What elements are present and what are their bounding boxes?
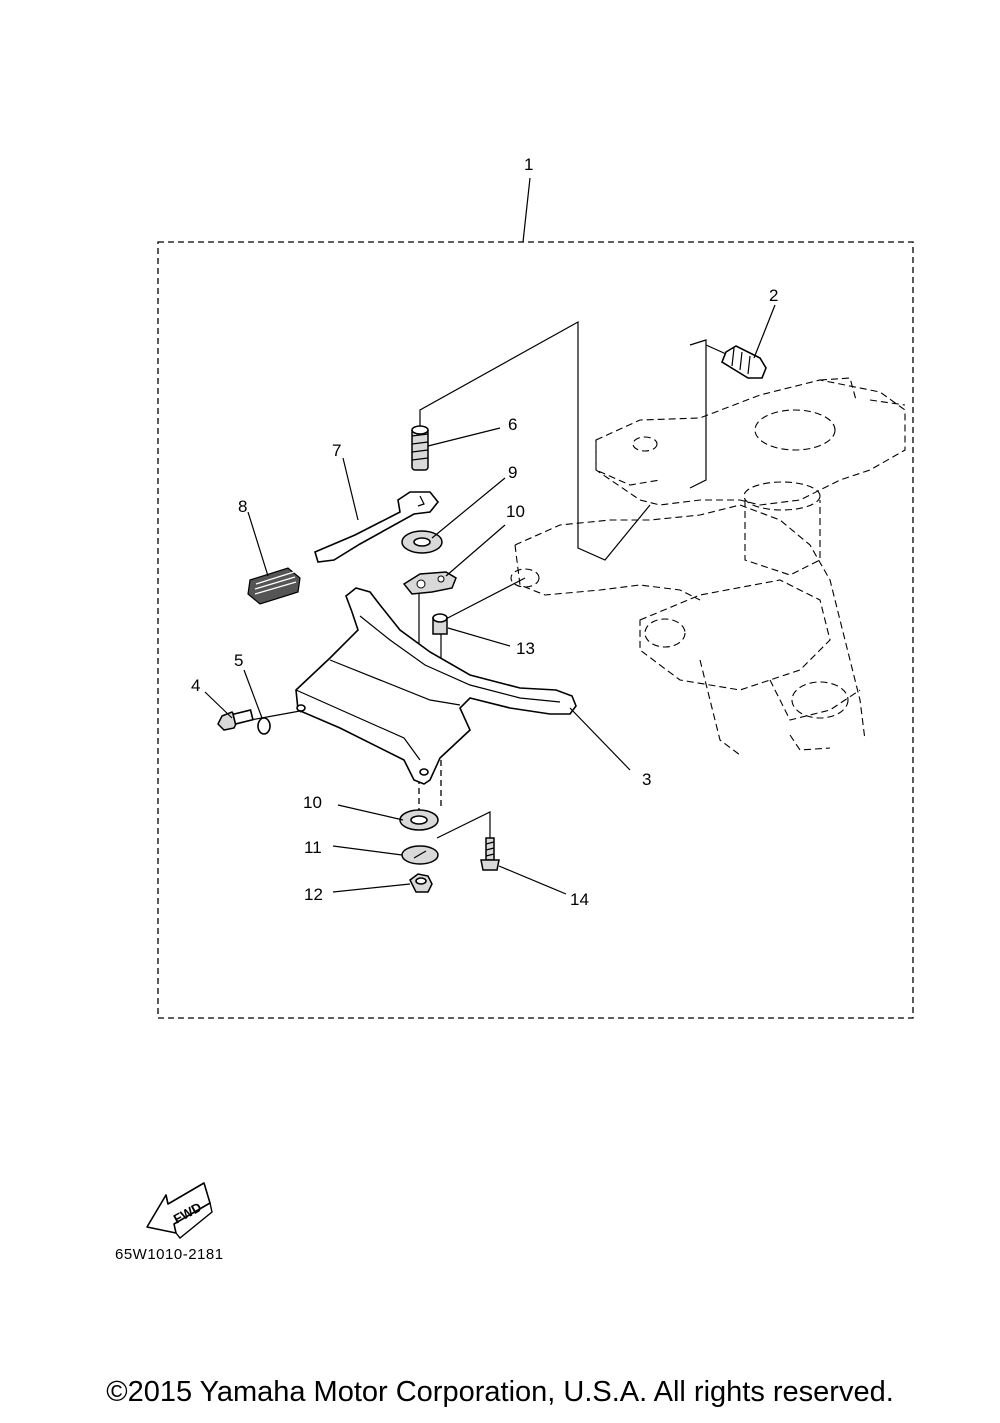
callout-11: 11 (304, 838, 322, 857)
copyright-notice: ©2015 Yamaha Motor Corporation, U.S.A. A… (106, 1376, 894, 1408)
part-5-spring-washer (257, 717, 271, 735)
part-2-grease-nipple (721, 345, 767, 379)
callout-4: 4 (191, 676, 200, 695)
assembly-boundary (157, 241, 914, 1019)
callout-labels: 1 2 3 4 5 6 7 8 9 10 10 11 12 13 14 (191, 155, 778, 909)
callout-leaders (204, 304, 776, 895)
part-10-washer-lower (399, 809, 439, 831)
part-13-collar (432, 613, 448, 635)
callout-9: 9 (508, 463, 517, 482)
part-14-screw (480, 837, 500, 871)
part-12-nut (409, 873, 433, 893)
callout-8: 8 (238, 497, 247, 516)
callout-2: 2 (769, 286, 778, 305)
part-3-bracket-stay (295, 587, 577, 785)
swivel-bracket-ghost (510, 377, 906, 756)
callout-14: 14 (570, 890, 589, 909)
callout-7: 7 (332, 441, 341, 460)
part-11-washer (401, 845, 439, 865)
diagram-code: 65W1010-2181 (115, 1246, 224, 1263)
callout-1: 1 (524, 155, 533, 174)
callout-6: 6 (508, 415, 517, 434)
callout-13: 13 (516, 639, 535, 658)
part-10-plate-upper (402, 571, 457, 595)
part-7-lever-plate (314, 491, 440, 563)
fwd-arrow-icon: FWD (146, 1182, 213, 1239)
callout-10-lower: 10 (303, 793, 322, 812)
part-9-washer (401, 530, 443, 554)
callout-12: 12 (304, 885, 323, 904)
part-6-bolt (411, 425, 429, 471)
callout-5: 5 (234, 651, 243, 670)
callout-3: 3 (642, 770, 651, 789)
callout-10-upper: 10 (506, 502, 525, 521)
part-8-grip (247, 567, 301, 605)
assembly-lines (244, 177, 736, 839)
part-4-bolt (217, 709, 254, 731)
